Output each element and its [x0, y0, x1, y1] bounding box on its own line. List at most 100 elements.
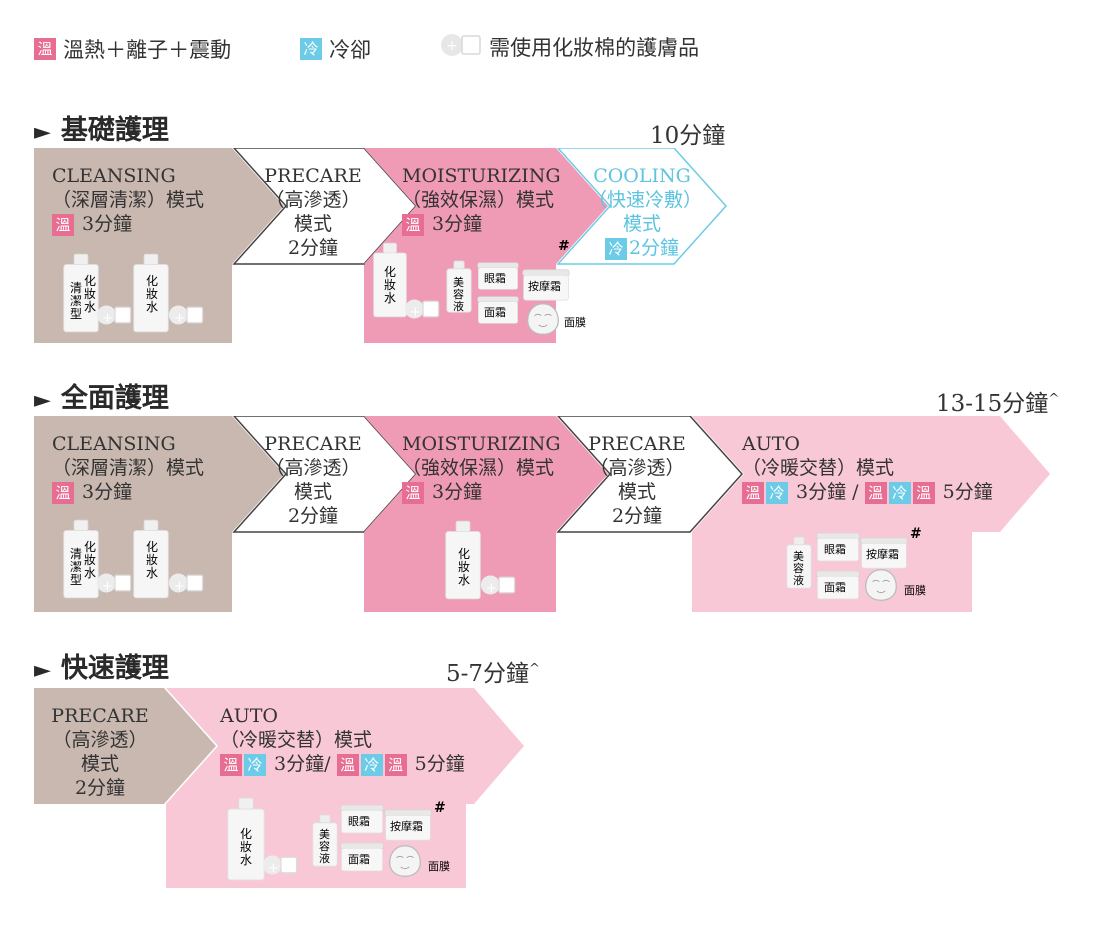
legend: 溫 溫熱＋離子＋震動: [34, 34, 231, 64]
basic-cleansing-text: CLEANSING （深層清潔）模式 溫 3分鐘: [52, 165, 205, 236]
full-step-precare2-shape: [556, 416, 744, 533]
svg-text:潔: 潔: [70, 560, 82, 574]
svg-text:面膜: 面膜: [904, 584, 926, 597]
warm-icon: 溫: [402, 482, 424, 504]
svg-text:水: 水: [146, 566, 158, 580]
cotton-plus: +: [446, 38, 458, 54]
svg-text:化: 化: [384, 265, 396, 279]
cold-icon: 冷: [244, 754, 266, 776]
full-auto-text: AUTO （冷暖交替）模式 溫冷 3分鐘 / 溫冷溫 5分鐘: [742, 433, 993, 504]
legend-cold: 冷 冷卻: [300, 34, 371, 64]
warm-legend-label: 溫熱＋離子＋震動: [63, 38, 232, 62]
basic-step-moist-shape: [364, 148, 608, 264]
svg-text:水: 水: [84, 300, 96, 314]
svg-text:+: +: [174, 311, 185, 326]
cold-icon: 冷: [300, 38, 322, 60]
basic-products: 清 潔 型 化 妝 水 + 化 妝 水 + 化 妝 水 + 美 容 液 眼霜 面…: [63, 240, 586, 335]
quick-duration: 5-7分鐘^: [446, 661, 540, 687]
quick-products: 化 妝 水 + 美 容 液 眼霜 面霜 按摩霜 # 面膜: [227, 797, 450, 881]
cold-icon: 冷: [888, 482, 911, 504]
svg-text:妝: 妝: [84, 553, 96, 567]
full-step-cleansing-shape: [34, 416, 284, 532]
svg-text:面膜: 面膜: [428, 860, 450, 873]
svg-text:妝: 妝: [384, 278, 396, 292]
svg-text:按摩霜: 按摩霜: [866, 547, 899, 561]
warm-icon: 溫: [336, 754, 359, 776]
svg-text:眼霜: 眼霜: [484, 272, 506, 285]
svg-text:液: 液: [453, 299, 464, 313]
warm-icon: 溫: [402, 214, 424, 236]
svg-text:水: 水: [84, 566, 96, 580]
svg-text:妝: 妝: [84, 287, 96, 301]
svg-text:容: 容: [319, 839, 330, 853]
full-moist-text: MOISTURIZING （強效保濕）模式 溫 3分鐘: [402, 433, 561, 504]
basic-precare-text: PRECARE （高滲透） 模式 2分鐘: [264, 165, 362, 259]
svg-text:妝: 妝: [458, 560, 470, 574]
quick-step-precare-shape: [34, 688, 216, 804]
cotton-legend-label: 需使用化妝棉的護膚品: [489, 36, 700, 60]
svg-text:+: +: [268, 861, 279, 876]
full-section-title: ►全面護理: [34, 383, 169, 414]
svg-text:按摩霜: 按摩霜: [528, 279, 561, 293]
warm-icon: 溫: [34, 38, 56, 60]
full-step-moist-shape: [364, 416, 608, 532]
cold-icon: 冷: [360, 754, 383, 776]
basic-step-cleansing-shape: [34, 148, 284, 264]
quick-section-title: ►快速護理: [34, 653, 169, 684]
warm-icon: 溫: [742, 482, 764, 504]
svg-text:水: 水: [458, 573, 470, 587]
svg-text:化: 化: [458, 547, 470, 561]
full-precare2-text: PRECARE （高滲透） 模式 2分鐘: [588, 433, 686, 527]
svg-text:美: 美: [453, 276, 464, 289]
full-products: 清 潔 型 化 妝 水 + 化 妝 水 + 化 妝 水 + 美 容 液 眼霜 面…: [63, 519, 926, 601]
svg-text:#: #: [910, 526, 922, 542]
svg-text:妝: 妝: [146, 287, 158, 301]
svg-text:妝: 妝: [146, 553, 158, 567]
cotton-pad-icon: +: [441, 34, 481, 56]
svg-text:化: 化: [240, 827, 252, 841]
basic-moist-text: MOISTURIZING （強效保濕）模式 溫 3分鐘: [402, 165, 561, 236]
svg-text:型: 型: [70, 307, 82, 321]
svg-text:妝: 妝: [240, 840, 252, 854]
svg-text:按摩霜: 按摩霜: [390, 819, 423, 833]
full-cleansing-text: CLEANSING （深層清潔）模式 溫 3分鐘: [52, 433, 205, 504]
svg-text:型: 型: [70, 573, 82, 587]
svg-text:眼霜: 眼霜: [348, 815, 370, 828]
full-precare-text: PRECARE （高滲透） 模式 2分鐘: [264, 433, 362, 527]
svg-text:液: 液: [319, 851, 330, 865]
warm-icon: 溫: [52, 482, 74, 504]
svg-text:面霜: 面霜: [824, 581, 846, 594]
svg-text:美: 美: [793, 550, 804, 563]
basic-flow-arrows: [34, 148, 728, 265]
svg-text:容: 容: [793, 561, 804, 575]
svg-text:眼霜: 眼霜: [824, 543, 846, 556]
full-flow-arrows: [34, 416, 1050, 533]
svg-text:#: #: [558, 240, 570, 254]
svg-text:化: 化: [84, 274, 96, 288]
svg-text:水: 水: [384, 291, 396, 305]
quick-precare-text: PRECARE （高滲透） 模式 2分鐘: [51, 705, 149, 799]
svg-text:+: +: [174, 579, 185, 594]
triangle-icon: ►: [34, 387, 51, 413]
svg-text:+: +: [102, 311, 113, 326]
warm-icon: 溫: [220, 754, 242, 776]
cold-icon: 冷: [604, 238, 627, 260]
warm-icon: 溫: [52, 214, 74, 236]
svg-text:美: 美: [319, 828, 330, 841]
cold-icon: 冷: [766, 482, 788, 504]
svg-text:面霜: 面霜: [484, 306, 506, 319]
cleansing-bottle-col: 清: [70, 281, 82, 295]
svg-text:容: 容: [453, 287, 464, 301]
svg-text:+: +: [486, 581, 497, 596]
basic-section-title: ►基礎護理: [34, 115, 169, 146]
legend-cotton: + 需使用化妝棉的護膚品: [440, 32, 699, 62]
warm-icon: 溫: [864, 482, 887, 504]
svg-text:面霜: 面霜: [348, 853, 370, 866]
warm-icon: 溫: [384, 754, 407, 776]
svg-text:清: 清: [70, 547, 82, 561]
svg-text:水: 水: [146, 300, 158, 314]
triangle-icon: ►: [34, 657, 51, 683]
svg-text:+: +: [410, 305, 421, 320]
svg-text:化: 化: [146, 274, 158, 288]
